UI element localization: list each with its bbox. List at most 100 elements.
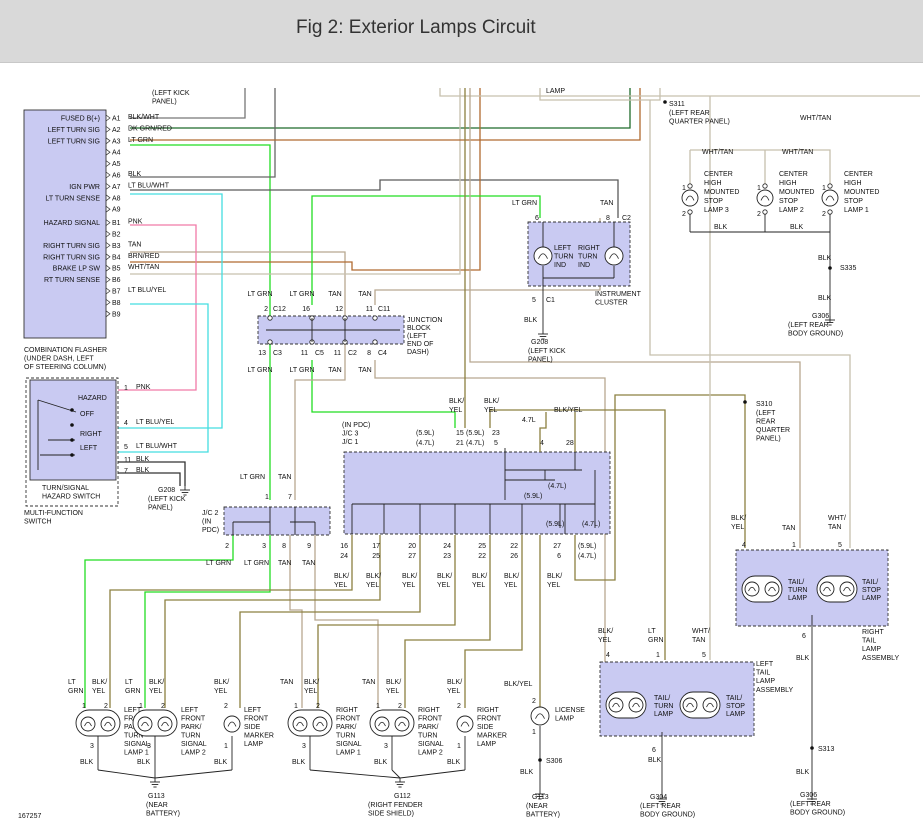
flasher-pin-number: A4 <box>112 150 121 157</box>
chmsl-lamp-bulb <box>821 189 839 207</box>
pdc-bottom-wire-label: BLK/ <box>437 573 452 580</box>
wire-blk-yel-lt <box>489 409 666 660</box>
combination-flasher-box <box>23 109 107 339</box>
license-lamp-bulb <box>530 706 550 726</box>
bulb-filament <box>398 721 406 727</box>
chmsl-lamp-label: STOP <box>704 198 723 205</box>
s335-label: S335 <box>840 265 856 272</box>
g306-right-caption: (LEFT REAR <box>790 801 831 808</box>
side-marker-bulb <box>223 715 241 733</box>
flasher-terminal <box>105 219 111 226</box>
bulb-outline <box>608 697 624 713</box>
chmsl-top-pin <box>827 183 833 189</box>
pdc-bottom-pin: 24 <box>340 553 348 560</box>
wire-tan-right-tail <box>469 88 801 548</box>
front-lamp-bulb <box>312 716 328 732</box>
front-lamp-label: RIGHT <box>336 707 359 714</box>
chmsl-lamp-label: MOUNTED <box>779 189 814 196</box>
front-lamp-blk-label: BLK <box>374 759 388 766</box>
left-tail-filament <box>702 697 718 713</box>
chmsl-top-pin <box>687 183 693 189</box>
flasher-pin-number: A6 <box>112 173 121 180</box>
chmsl-blk-label: BLK <box>818 255 832 262</box>
wire-pnk <box>118 224 197 391</box>
pdc-caption: J/C 1 <box>342 439 358 446</box>
front-lamp-wire-label: GRN <box>68 688 84 695</box>
bulb-filament <box>748 586 756 592</box>
bulb-filament <box>632 702 640 708</box>
front-lamp-wire-label: YEL <box>149 688 162 695</box>
bulb-filament <box>825 195 835 201</box>
g112-caption: (RIGHT FENDER <box>368 802 423 809</box>
wire-blk-yel-lfm <box>239 535 421 708</box>
pdc-top-wire-label: BLK/ <box>484 398 499 405</box>
right-tail-caption: TAIL <box>862 638 876 645</box>
side-marker-bottom-pin: 1 <box>224 743 228 750</box>
left-tail-stop-label: STOP <box>726 703 745 710</box>
pdc-bottom-pin: 25 <box>478 543 486 550</box>
jb-top-connector: C12 <box>273 306 286 313</box>
wht-tan-label: WHT/TAN <box>800 115 831 122</box>
right-tail-turn-label: TURN <box>788 587 807 594</box>
jb-bottom-pin: 11 <box>334 350 341 357</box>
flasher-wire-label: LT BLU/WHT <box>128 182 170 189</box>
right-tail-wire-label: TAN <box>828 524 841 531</box>
s335-splice <box>828 266 832 270</box>
switch-contact-dot <box>70 453 74 457</box>
front-lamp-blk-label: BLK <box>137 759 151 766</box>
cluster-bottom-connector: C1 <box>546 297 555 304</box>
multi-function-switch-box <box>25 377 119 507</box>
s310-caption: QUARTER <box>756 427 790 434</box>
s306-splice <box>538 758 542 762</box>
front-lamp-blk-label: BLK <box>80 759 94 766</box>
junction-block-caption: DASH) <box>407 349 429 356</box>
bulb-filament <box>104 721 112 727</box>
front-lamp-wire-label: YEL <box>386 688 399 695</box>
side-marker-wire-label: YEL <box>447 688 460 695</box>
flasher-terminal <box>105 242 111 249</box>
pdc-bottom-pin: 20 <box>408 543 416 550</box>
front-lamp-label: SIGNAL <box>124 741 150 748</box>
chmsl-lamp-label: STOP <box>779 198 798 205</box>
s310-caption: REAR <box>756 419 775 426</box>
wire-tan-jc2 <box>294 360 346 500</box>
chmsl-lamp-label: STOP <box>844 198 863 205</box>
jb-top-pin: 16 <box>302 306 310 313</box>
right-tail-filament <box>744 581 760 597</box>
side-marker-bulb <box>456 715 474 733</box>
cluster-wire-label: TAN <box>600 200 613 207</box>
chmsl-lamp-bulb <box>681 189 699 207</box>
flasher-terminal <box>105 148 111 156</box>
front-lamp-wire-label: GRN <box>125 688 141 695</box>
bulb-filament <box>84 721 92 727</box>
side-marker-bottom-pin: 1 <box>457 743 461 750</box>
s310-caption: PANEL) <box>756 436 781 443</box>
pdc-top-wire <box>539 412 547 452</box>
bulb-outline <box>100 716 116 732</box>
pdc-top-pin: 15 <box>456 430 464 437</box>
wire-brn-red <box>130 88 481 271</box>
flasher-pin-number: A3 <box>112 138 121 145</box>
pdc-bottom-pin: 16 <box>340 543 348 550</box>
front-lamp-label: LAMP 1 <box>336 750 361 757</box>
front-lamp-label: FRONT <box>336 716 361 723</box>
pdc-engine-label: (4.7L) <box>416 440 434 447</box>
bulb-outline <box>756 189 774 207</box>
jc2-top-pin: 1 <box>265 494 269 501</box>
g113-left-caption: (NEAR <box>146 802 168 809</box>
side-marker-label: FRONT <box>477 716 502 723</box>
chmsl-lamp-label: CENTER <box>704 171 733 178</box>
left-position-label: LEFT <box>80 445 98 452</box>
g306-chmsl-caption: (LEFT REAR <box>788 322 829 329</box>
left-tail-wire-label: GRN <box>648 637 664 644</box>
wire-blk-yel-rf2 <box>404 535 491 708</box>
jb-bottom-connector: C5 <box>315 350 324 357</box>
bulb-outline <box>604 246 624 266</box>
wire-blk-yel-rf1 <box>317 535 456 708</box>
left-tail-wire-label: TAN <box>692 637 705 644</box>
chmsl-lamp-label: LAMP 1 <box>844 207 869 214</box>
left-tail-caption: LEFT <box>756 661 774 668</box>
bulb-outline <box>394 716 410 732</box>
figure-title: Fig 2: Exterior Lamps Circuit <box>296 17 536 38</box>
flasher-caption: OF STEERING COLUMN) <box>24 364 106 371</box>
